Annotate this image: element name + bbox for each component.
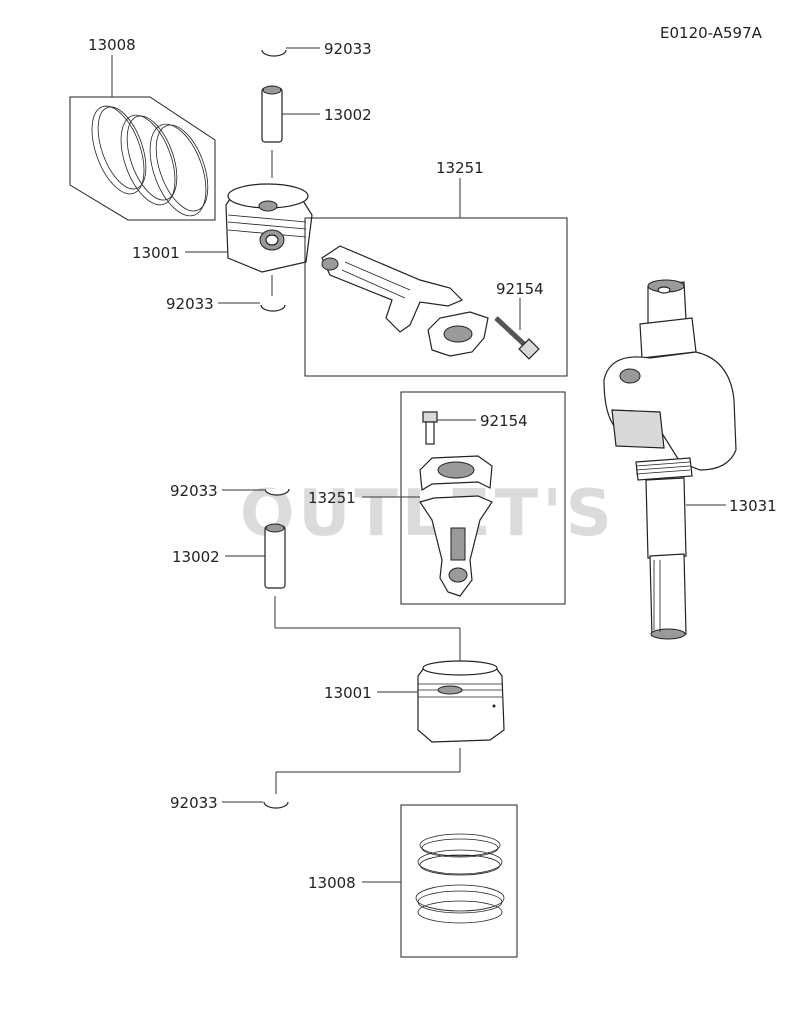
piston-top[interactable] <box>225 183 313 273</box>
callout-92033-top2: 92033 <box>166 295 214 313</box>
piston-rings-top[interactable] <box>69 96 218 223</box>
callout-13031: 13031 <box>729 497 777 515</box>
circlip-mid[interactable] <box>264 488 290 496</box>
circlip-bottom[interactable] <box>263 801 289 809</box>
callout-13251-upper: 13251 <box>436 159 484 177</box>
piston-bottom[interactable] <box>417 660 505 743</box>
connecting-rod-lower-box <box>400 391 566 605</box>
diagram-code: E0120-A597A <box>660 24 763 42</box>
watermark: OUTLET'S <box>240 477 616 551</box>
crankshaft[interactable] <box>603 279 737 640</box>
callout-92154-lower: 92154 <box>480 412 528 430</box>
callout-92033-top1: 92033 <box>324 40 372 58</box>
circlip-top-2[interactable] <box>260 304 286 312</box>
connecting-rod-upper-box <box>304 217 568 377</box>
connecting-rod-upper[interactable] <box>321 245 489 357</box>
callout-13002-top: 13002 <box>324 106 372 124</box>
callout-13001-bottom: 13001 <box>324 684 372 702</box>
piston-rings-bottom[interactable] <box>415 833 505 924</box>
callout-13002-mid: 13002 <box>172 548 220 566</box>
circlip-top-1[interactable] <box>261 49 287 57</box>
callout-92033-mid: 92033 <box>170 482 218 500</box>
piston-pin-top[interactable] <box>261 85 283 143</box>
callout-13008-top: 13008 <box>88 36 136 54</box>
connecting-rod-lower[interactable] <box>419 455 493 597</box>
piston-rings-bottom-box <box>400 804 518 958</box>
callout-92154-upper: 92154 <box>496 280 544 298</box>
callout-13251-lower: 13251 <box>308 489 356 507</box>
callout-13001-top: 13001 <box>132 244 180 262</box>
callout-13008-bottom: 13008 <box>308 874 356 892</box>
bolt-upper[interactable] <box>494 316 540 360</box>
piston-pin-mid[interactable] <box>264 523 286 589</box>
bolt-lower[interactable] <box>422 411 438 445</box>
callout-92033-bottom: 92033 <box>170 794 218 812</box>
